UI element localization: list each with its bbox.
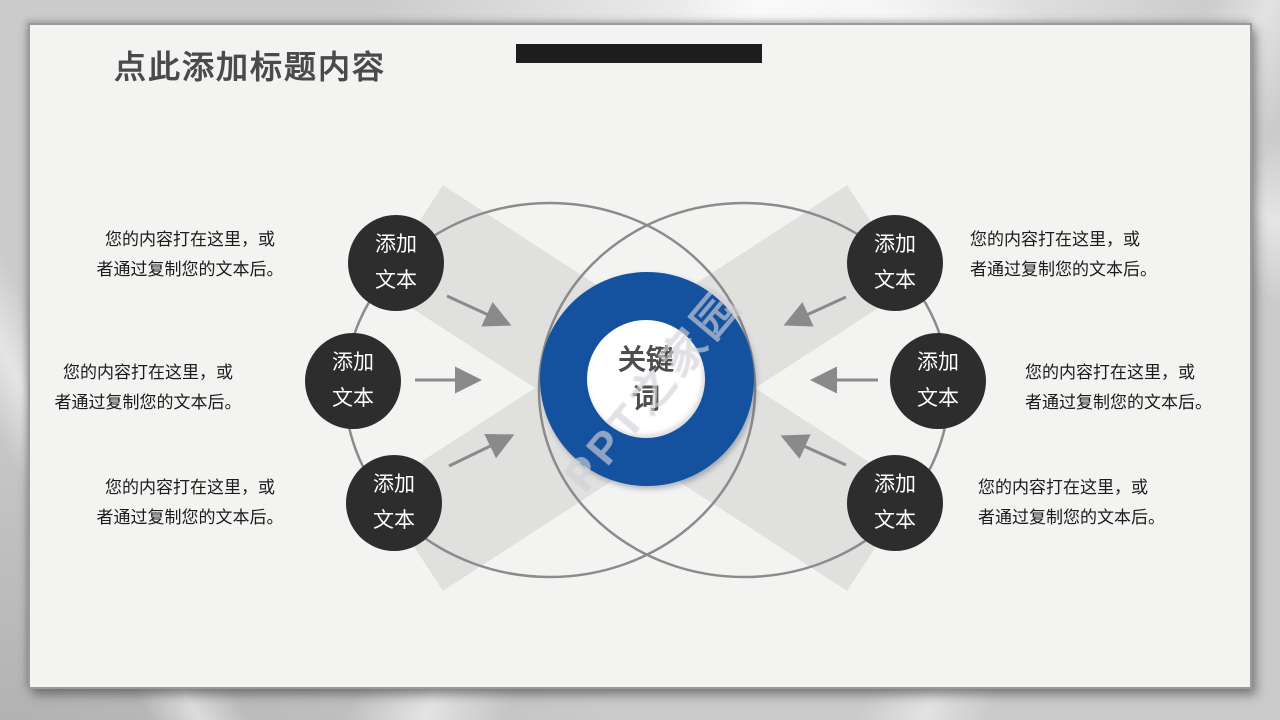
arrow-left-top	[446, 294, 512, 327]
text-block-left-middle[interactable]: 您的内容打在这里，或 者通过复制您的文本后。	[23, 358, 273, 418]
node-right-bottom[interactable]: 添加 文本	[847, 455, 943, 551]
text-line1: 您的内容打在这里，或	[63, 363, 233, 382]
text-block-right-bottom[interactable]: 您的内容打在这里，或 者通过复制您的文本后。	[978, 473, 1218, 533]
text-line2: 者通过复制您的文本后。	[1025, 393, 1212, 412]
keyword-placeholder[interactable]: 关键 词	[587, 320, 705, 438]
node-label-line2: 文本	[373, 509, 415, 532]
text-line2: 者通过复制您的文本后。	[978, 508, 1165, 527]
text-line1: 您的内容打在这里，或	[105, 478, 275, 497]
node-label-line1: 添加	[332, 351, 374, 374]
node-label-line2: 文本	[874, 509, 916, 532]
node-label-line1: 添加	[917, 351, 959, 374]
title-accent-bar	[516, 44, 762, 63]
text-line2: 者通过复制您的文本后。	[970, 260, 1157, 279]
node-label-line1: 添加	[874, 473, 916, 496]
text-line1: 您的内容打在这里，或	[970, 230, 1140, 249]
node-left-top[interactable]: 添加 文本	[348, 215, 444, 311]
node-label-line2: 文本	[917, 387, 959, 410]
arrow-right-bottom	[780, 434, 847, 467]
arrow-left-bottom	[448, 433, 515, 468]
node-left-bottom[interactable]: 添加 文本	[346, 455, 442, 551]
text-line1: 您的内容打在这里，或	[978, 478, 1148, 497]
text-line2: 者通过复制您的文本后。	[96, 508, 284, 527]
text-block-right-middle[interactable]: 您的内容打在这里，或 者通过复制您的文本后。	[1025, 358, 1265, 418]
text-block-left-bottom[interactable]: 您的内容打在这里，或 者通过复制您的文本后。	[65, 473, 315, 533]
node-label-line1: 添加	[874, 233, 916, 256]
node-label-line1: 添加	[373, 473, 415, 496]
node-right-middle[interactable]: 添加 文本	[890, 333, 986, 429]
node-label-line2: 文本	[375, 269, 417, 292]
text-block-left-top[interactable]: 您的内容打在这里，或 者通过复制您的文本后。	[65, 225, 315, 285]
node-right-top[interactable]: 添加 文本	[847, 215, 943, 311]
node-label-line2: 文本	[332, 387, 374, 410]
slide-title-placeholder[interactable]: 点此添加标题内容	[114, 49, 387, 85]
text-line2: 者通过复制您的文本后。	[96, 260, 284, 279]
node-label-line2: 文本	[874, 269, 916, 292]
text-line2: 者通过复制您的文本后。	[54, 393, 242, 412]
node-left-middle[interactable]: 添加 文本	[305, 333, 401, 429]
node-label-line1: 添加	[375, 233, 417, 256]
arrow-right-top	[783, 295, 847, 327]
text-block-right-top[interactable]: 您的内容打在这里，或 者通过复制您的文本后。	[970, 225, 1210, 285]
text-line1: 您的内容打在这里，或	[1025, 363, 1195, 382]
keyword-line1: 关键	[617, 344, 674, 375]
keyword-line2: 词	[631, 383, 660, 414]
text-line1: 您的内容打在这里，或	[105, 230, 275, 249]
